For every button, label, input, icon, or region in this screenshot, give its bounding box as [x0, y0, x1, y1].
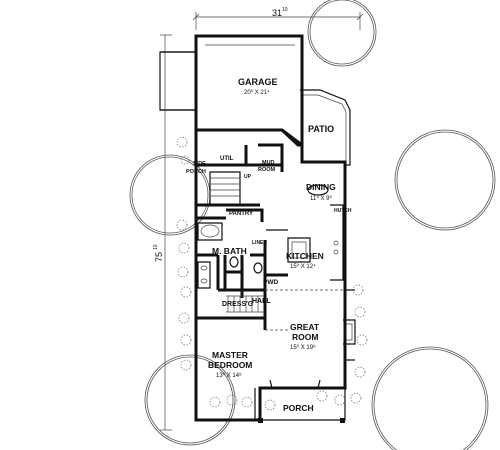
pwd-label: PWD: [263, 279, 278, 286]
tree-bottom-right: [371, 346, 489, 450]
tree-right: [394, 129, 496, 231]
dressg-label: DRESS'G: [222, 301, 254, 308]
bathtub: [197, 222, 223, 241]
master-bedroom-label-1: MASTER: [212, 350, 248, 360]
vanity: [197, 261, 211, 289]
great-room-size: 15⁰ X 19⁸: [290, 344, 316, 351]
side-porch-label-1: SIDE: [193, 161, 206, 167]
tree-top-right: [307, 0, 377, 67]
garage-door: [159, 51, 196, 111]
bay-window: [269, 379, 321, 389]
hall-label: HALL: [252, 298, 271, 305]
dining-size: 11⁴ X 9⁰: [310, 195, 332, 202]
dining-table: [307, 184, 329, 196]
patio-label: PATIO: [308, 124, 334, 134]
landscape: [129, 0, 496, 450]
pantry-label: PANTRY: [229, 211, 253, 217]
toilet-pwd: [253, 262, 263, 274]
kitchen-size: 15⁰ X 12⁴: [290, 263, 316, 270]
overall-width-label: 31: [272, 8, 282, 18]
m-bath-label: M. BATH: [212, 246, 247, 256]
mud-room-label-2: ROOM: [258, 167, 276, 173]
kitchen-counter: [330, 204, 344, 281]
width-dimension: 31 10: [192, 7, 364, 30]
master-bedroom-size: 13⁰ X 14⁸: [216, 372, 242, 379]
kitchen-island: [287, 237, 311, 263]
porch-outline: [254, 388, 346, 421]
fireplace: [343, 319, 356, 345]
overall-depth-label: 75: [154, 252, 164, 262]
linen-label: LINEN: [252, 240, 267, 246]
fixtures: [197, 184, 356, 423]
interior-walls: [196, 143, 288, 330]
room-labels: GARAGE 20⁰ X 21⁴ PATIO UTIL SIDE PORCH M…: [186, 77, 336, 413]
porch-label: PORCH: [283, 403, 314, 413]
hutch-label: HUTCH: [334, 208, 352, 214]
overall-depth-inches: 10: [153, 244, 159, 250]
fixture-labels: LINEN HUTCH UP: [244, 174, 352, 246]
garage-size: 20⁰ X 21⁴: [244, 89, 270, 96]
great-room-label-1: GREAT: [290, 322, 320, 332]
mud-room-label-1: MUD: [262, 160, 275, 166]
overall-width-inches: 10: [282, 7, 288, 13]
util-label: UTIL: [220, 156, 234, 162]
dining-label: DINING: [306, 182, 336, 192]
side-porch-label-2: PORCH: [186, 169, 206, 175]
kitchen-label: KITCHEN: [286, 251, 324, 261]
toilet-mbath: [229, 256, 239, 268]
patio-outline: [300, 89, 351, 166]
great-room-label-2: ROOM: [292, 332, 318, 342]
up-label: UP: [244, 174, 252, 180]
master-bedroom-label-2: BEDROOM: [208, 360, 252, 370]
garage-label: GARAGE: [238, 77, 278, 87]
tree-bottom-left: [144, 354, 236, 446]
